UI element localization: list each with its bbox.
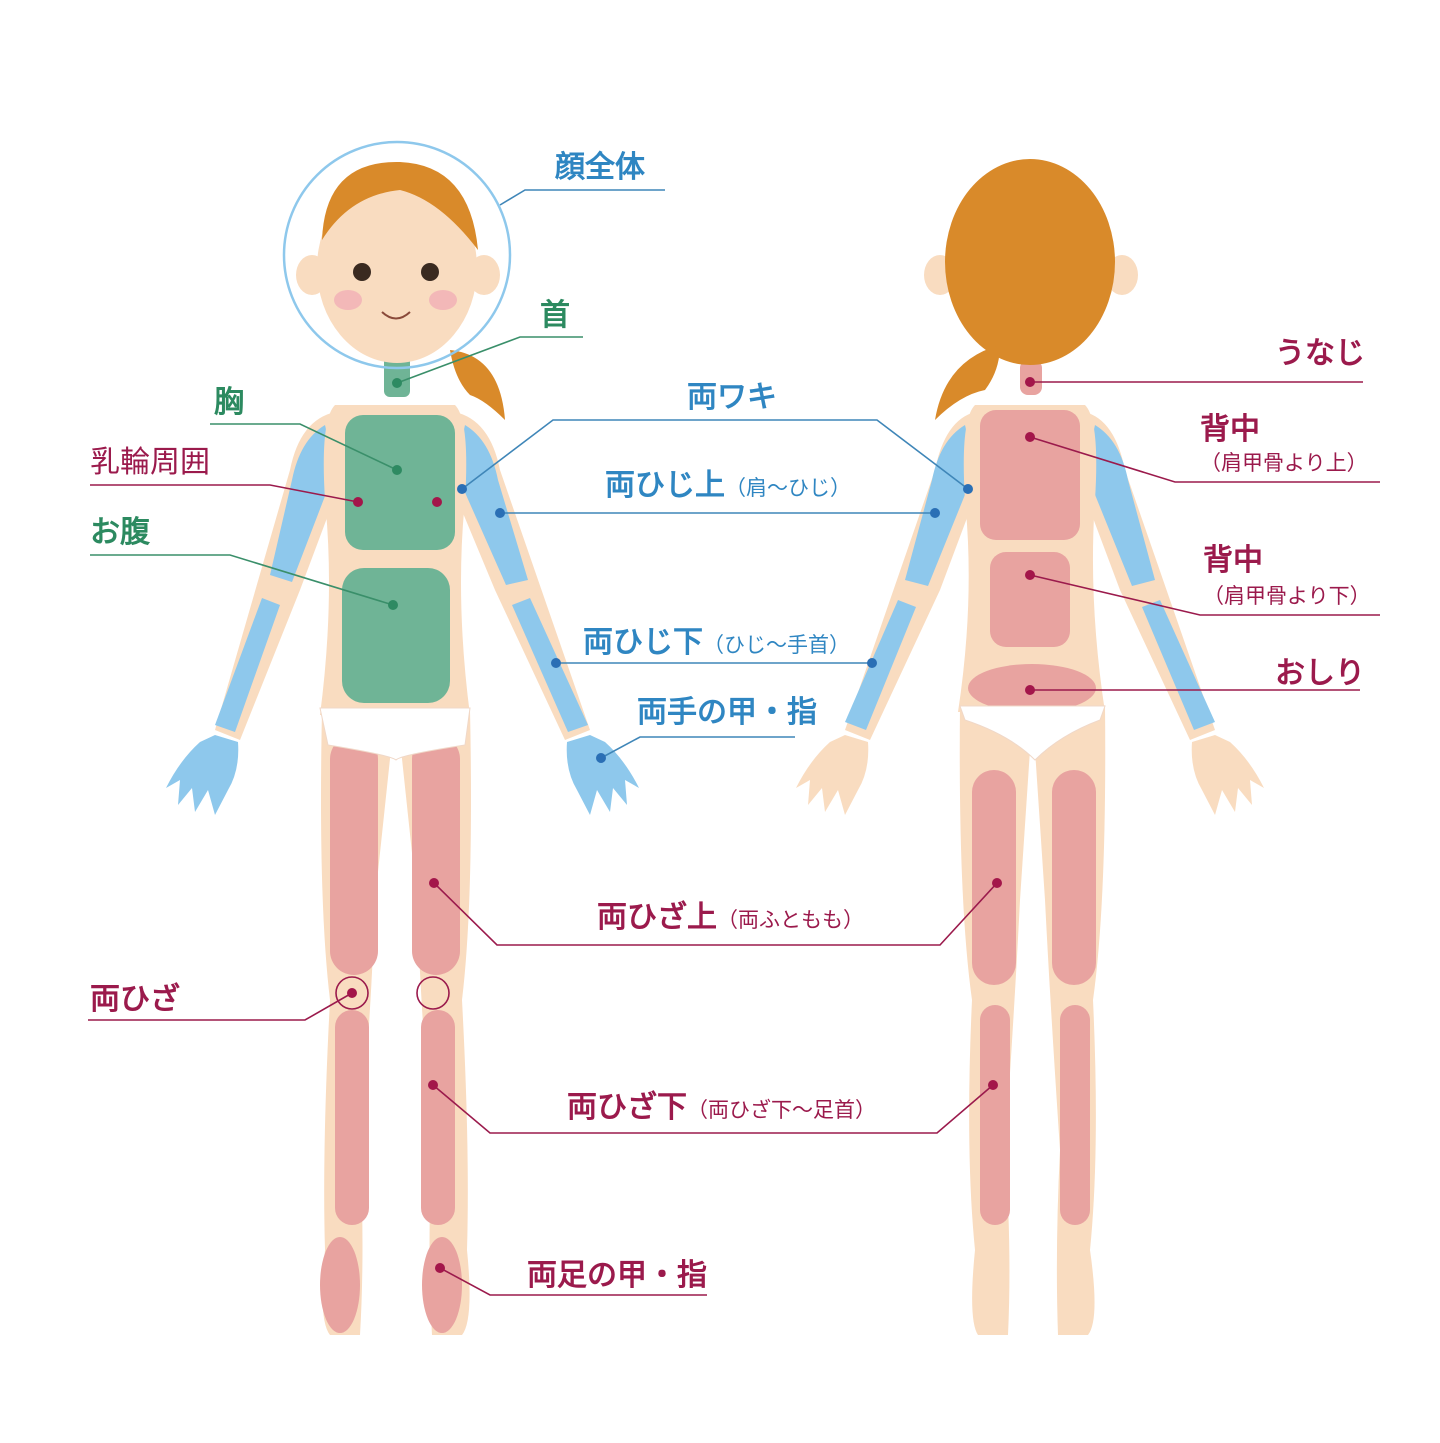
- label-upper-arm: 両ひじ上（肩〜ひじ）: [605, 468, 851, 503]
- nape-dot: [1025, 377, 1035, 387]
- label-underarm: 両ワキ: [687, 380, 777, 415]
- upper-arm-front-dot: [495, 508, 505, 518]
- back-right-thigh-zone: [1052, 770, 1096, 985]
- label-areola: 乳輪周囲: [90, 445, 210, 480]
- front-face: [317, 173, 477, 363]
- buttocks-dot: [1025, 685, 1035, 695]
- upper-arm-back-dot: [930, 508, 940, 518]
- back-underwear: [959, 705, 1106, 761]
- label-upper-back: 背中: [1200, 412, 1260, 447]
- front-left-cheek: [334, 290, 362, 310]
- front-belly-zone: [342, 568, 450, 703]
- upper-back-zone: [980, 410, 1080, 540]
- underarm-back-dot: [963, 484, 973, 494]
- back-figure: [796, 159, 1264, 1335]
- front-left-foot-zone: [320, 1237, 360, 1333]
- lower-back-dot: [1025, 570, 1035, 580]
- label-lower-back-sub: （肩甲骨より下）: [1203, 584, 1371, 608]
- front-left-thigh-zone: [330, 735, 378, 975]
- thigh-back-dot: [992, 878, 1002, 888]
- forearm-front-dot: [551, 658, 561, 668]
- front-right-shin-zone: [421, 1010, 455, 1225]
- upper-back-dot: [1025, 432, 1035, 442]
- front-neck-zone: [384, 355, 410, 397]
- back-left-forearm-zone: [845, 600, 916, 730]
- back-right-calf-zone: [1060, 1005, 1090, 1225]
- front-left-eye: [353, 263, 371, 281]
- foot-dot: [435, 1263, 445, 1273]
- front-right-forearm-zone: [512, 598, 588, 732]
- labels: 顔全体 首 胸 乳輪周囲 お腹 両ワキ 両ひじ上（肩〜ひじ） 両ひじ下（ひじ〜手…: [90, 150, 1371, 1293]
- back-left-calf-zone: [980, 1005, 1010, 1225]
- thigh-front-dot: [429, 878, 439, 888]
- front-right-eye: [421, 263, 439, 281]
- leader-lines: [88, 189, 1380, 1296]
- front-left-upper-arm-zone: [270, 425, 335, 582]
- knee-dot: [347, 988, 357, 998]
- front-ponytail: [450, 350, 505, 420]
- label-feet: 両足の甲・指: [527, 1258, 707, 1293]
- label-forearm: 両ひじ下（ひじ〜手首）: [583, 625, 850, 660]
- back-right-forearm-zone: [1142, 600, 1215, 730]
- marker-dots: [347, 377, 1035, 1273]
- label-belly: お腹: [90, 515, 151, 550]
- chest-dot: [392, 465, 402, 475]
- front-chest-zone: [345, 415, 455, 550]
- back-left-hand: [796, 735, 869, 815]
- belly-dot: [388, 600, 398, 610]
- areola-right-dot: [432, 497, 442, 507]
- label-hands: 両手の甲・指: [637, 695, 817, 730]
- front-left-hand-zone: [166, 735, 239, 815]
- label-face: 顔全体: [555, 150, 646, 185]
- underarm-front-dot: [457, 484, 467, 494]
- forearm-back-dot: [867, 658, 877, 668]
- front-underwear: [319, 707, 471, 761]
- neck-dot: [392, 378, 402, 388]
- front-right-hand-zone: [566, 735, 639, 815]
- label-buttocks: おしり: [1275, 656, 1365, 691]
- back-left-thigh-zone: [972, 770, 1016, 985]
- areola-left-dot: [353, 497, 363, 507]
- label-lower-back: 背中: [1203, 543, 1263, 578]
- back-right-upper-arm-zone: [1085, 425, 1155, 586]
- label-chest: 胸: [214, 385, 244, 420]
- front-left-knee-ring: [335, 976, 369, 1010]
- label-nape: うなじ: [1275, 336, 1365, 371]
- back-left-upper-arm-zone: [905, 425, 975, 586]
- front-right-upper-arm-zone: [455, 425, 528, 585]
- front-right-thigh-zone: [412, 735, 460, 975]
- lower-leg-back-dot: [988, 1080, 998, 1090]
- lower-leg-front-dot: [428, 1080, 438, 1090]
- front-mouth: [381, 311, 411, 320]
- front-hair: [322, 161, 478, 250]
- label-neck: 首: [540, 298, 570, 333]
- label-thigh: 両ひざ上（両ふともも）: [597, 900, 864, 935]
- label-knee: 両ひざ: [90, 982, 180, 1017]
- front-left-forearm-zone: [215, 598, 280, 732]
- front-right-foot-zone: [422, 1237, 462, 1333]
- lower-back-zone: [990, 552, 1070, 647]
- back-right-hand: [1191, 735, 1264, 815]
- label-lower-leg: 両ひざ下（両ひざ下〜足首）: [567, 1090, 876, 1125]
- front-right-knee-ring: [416, 976, 450, 1010]
- back-hair: [945, 159, 1115, 365]
- back-ponytail: [935, 345, 1000, 420]
- hand-dot: [596, 753, 606, 763]
- label-upper-back-sub: （肩甲骨より上）: [1200, 451, 1368, 475]
- front-figure: [166, 140, 639, 1335]
- front-right-cheek: [429, 290, 457, 310]
- front-left-shin-zone: [335, 1010, 369, 1225]
- face-area-ring: [282, 140, 512, 370]
